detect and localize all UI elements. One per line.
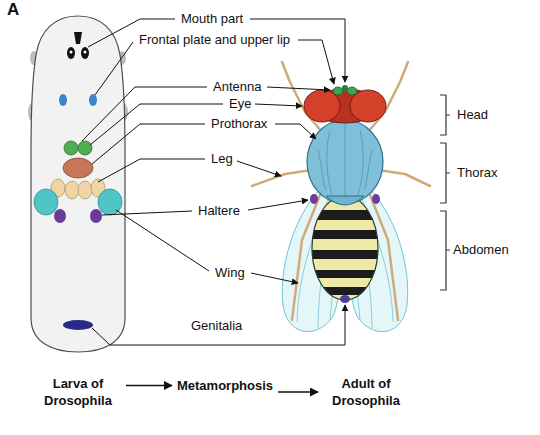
bracket <box>440 95 450 135</box>
leader-arrow <box>298 40 334 84</box>
mouth-part <box>342 85 348 91</box>
leader-arrow <box>248 200 308 210</box>
part-label: Prothorax <box>210 116 268 132</box>
part-label: Antenna <box>212 79 262 95</box>
flow-arrow <box>278 391 318 393</box>
genitalia <box>340 295 350 303</box>
leader-line <box>92 124 205 164</box>
frontal-disc <box>89 94 97 106</box>
antenna <box>347 87 357 95</box>
stage-node: Larva of Drosophila <box>32 374 124 410</box>
leader-line <box>116 210 209 271</box>
haltere-disc <box>90 209 102 223</box>
leg-disc <box>78 181 92 199</box>
leader-arrow <box>255 104 302 106</box>
region-label: Head <box>456 107 489 123</box>
leader-arrow <box>275 124 316 139</box>
leg <box>252 170 312 186</box>
part-label: Frontal plate and upper lip <box>138 32 291 48</box>
stage-name: Metamorphosis <box>177 377 273 394</box>
prothorax-disc <box>63 158 93 178</box>
thorax-pattern <box>318 124 372 200</box>
abdomen-stripe <box>310 287 380 295</box>
haltere <box>372 194 380 204</box>
leader-line <box>98 159 205 182</box>
stage-node: Adult of Drosophila <box>320 374 412 410</box>
part-label: Eye <box>228 96 252 112</box>
eye-antenna-disc <box>78 141 92 155</box>
region-label: Abdomen <box>452 242 510 258</box>
abdomen-stripe <box>310 250 380 259</box>
panel-letter: A <box>6 2 20 18</box>
leg <box>378 170 430 186</box>
flow-arrow <box>126 385 172 387</box>
haltere <box>310 194 318 204</box>
leader-arrow <box>267 87 330 90</box>
larva-body <box>31 16 125 352</box>
part-label: Genitalia <box>190 318 243 334</box>
larva-mouth-hook <box>81 47 89 59</box>
compound-eye <box>304 90 340 122</box>
eye-antenna-disc <box>64 141 78 155</box>
stage-node: Metamorphosis <box>174 376 276 395</box>
stage-name: Larva of Drosophila <box>35 375 121 409</box>
frontal-disc <box>59 94 67 106</box>
leader-line <box>95 42 133 95</box>
leader-line <box>102 211 192 215</box>
abdomen-stripe <box>310 210 380 220</box>
abdomen-outline <box>312 196 378 300</box>
larva-mouth-hook-spot <box>70 51 73 54</box>
bracket <box>440 211 450 290</box>
leader-arrow <box>237 161 281 176</box>
antenna <box>333 87 343 95</box>
part-label: Wing <box>214 265 246 281</box>
leg-disc <box>65 181 79 199</box>
larva-mouth-hook <box>74 32 82 44</box>
wing-disc <box>34 189 58 215</box>
scutellum <box>326 196 364 205</box>
compound-eye <box>350 90 386 122</box>
larva-mouth-hook-spot <box>84 51 87 54</box>
leader-arrow <box>251 273 298 283</box>
genital-disc <box>63 320 93 330</box>
abdomen-stripe <box>310 230 380 239</box>
part-label: Mouth part <box>180 11 244 27</box>
part-label: Leg <box>210 151 234 167</box>
haltere-disc <box>54 209 66 223</box>
bracket <box>440 143 450 203</box>
stage-name: Adult of Drosophila <box>323 375 409 409</box>
leader-line <box>82 87 207 141</box>
region-label: Thorax <box>456 165 498 181</box>
part-label: Haltere <box>197 203 241 219</box>
thorax <box>307 120 383 204</box>
larva-mouth-hook <box>67 47 75 59</box>
leader-arrow <box>92 305 345 345</box>
abdomen-stripe <box>310 270 380 278</box>
